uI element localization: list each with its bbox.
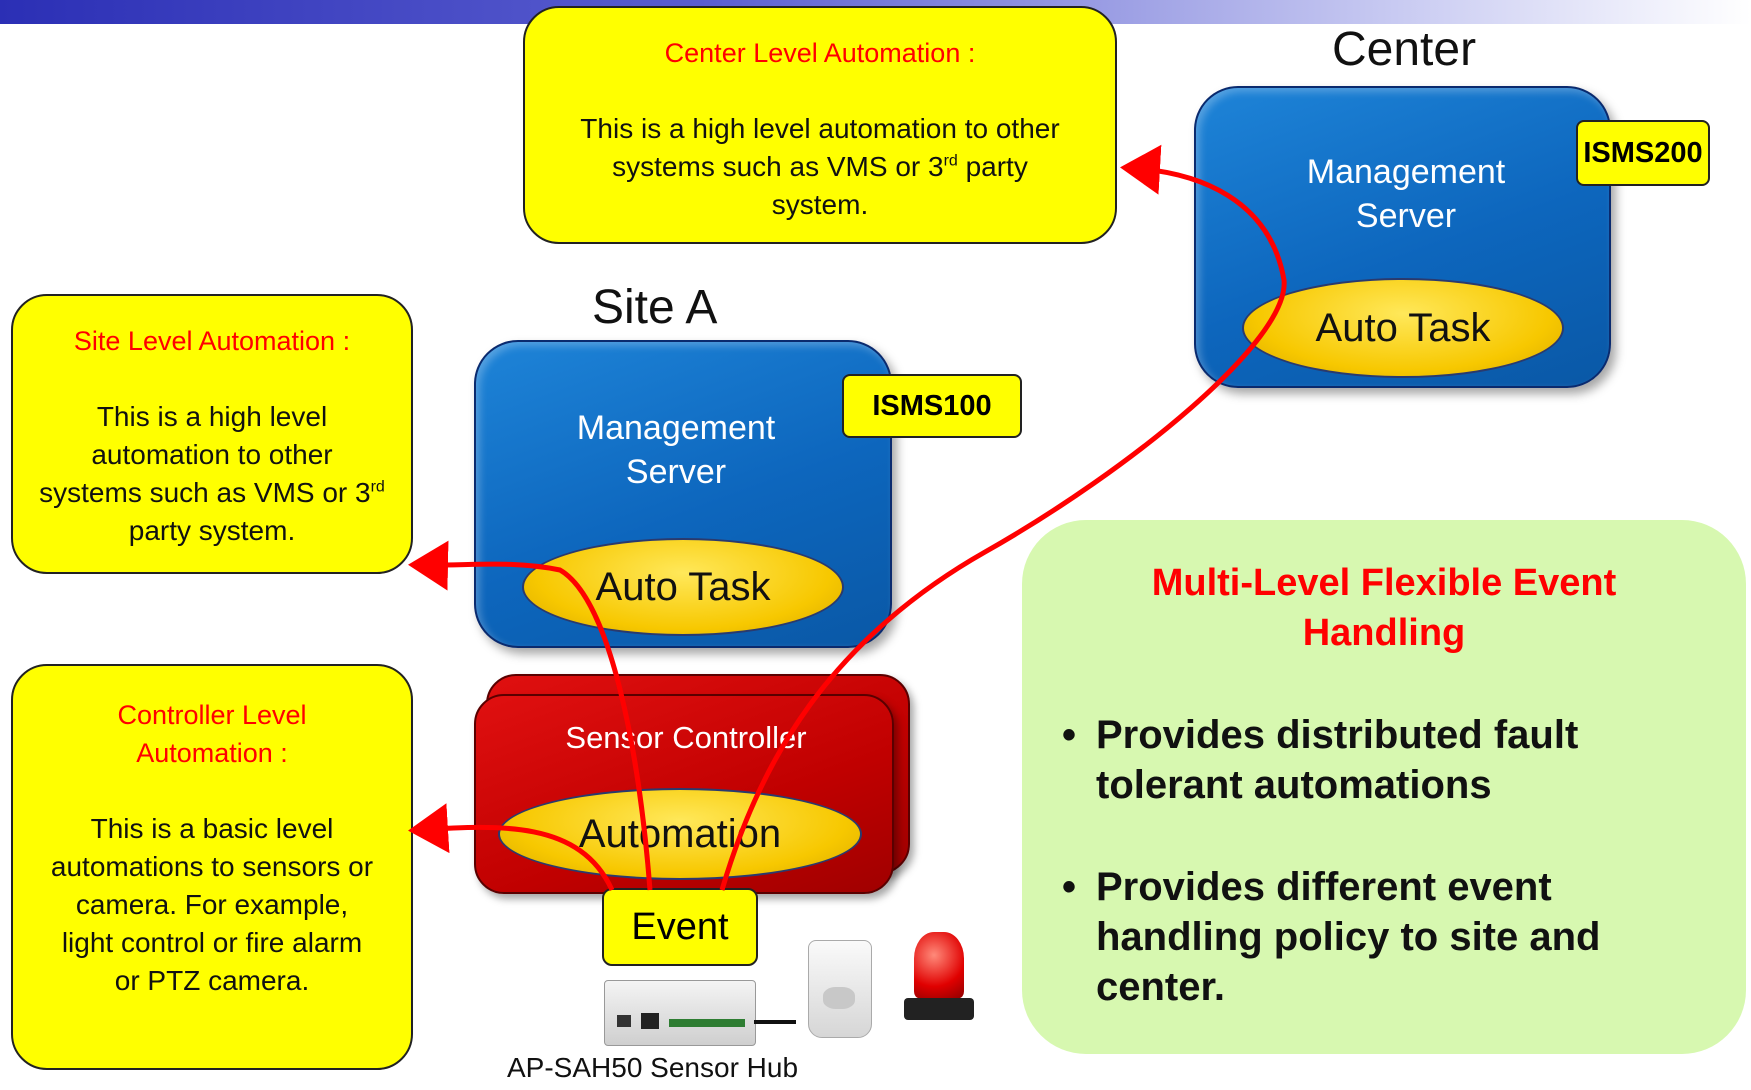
arrow-to-controller-box [408,803,615,892]
site-auto-task-label: Auto Task [595,565,771,609]
site-level-automation-box: Site Level Automation : This is a high l… [11,294,413,574]
arrow-to-center-box [719,144,1287,891]
center-box-body: This is a high level automation to other… [580,113,1060,220]
controller-automation: Automation [498,788,862,880]
hub-terminal-icon [669,1019,745,1027]
center-title: Center [1332,23,1477,76]
sensor-controller: Sensor Controller Automation [474,694,894,894]
hub-port-icon [641,1013,659,1029]
multi-level-info-panel: Multi-Level Flexible Event Handling • Pr… [1022,520,1746,1054]
bullet-dot-icon: • [1062,713,1077,757]
sensor-hub-caption: AP-SAH50 Sensor Hub [507,1052,799,1083]
controller-box-heading: Controller Level Automation : [117,700,307,768]
center-level-automation-box: Center Level Automation : This is a high… [523,6,1117,244]
arrow-to-site-box [408,540,653,891]
event-box: Event [602,888,758,966]
panel-title: Multi-Level Flexible Event Handling [1151,562,1617,654]
sensor-hub-device [604,980,756,1046]
center-box-heading: Center Level Automation : [664,38,976,68]
bullet-dot-icon: • [1062,865,1077,909]
alarm-beacon-icon [904,932,974,1028]
isms200-tag: ISMS200 [1576,120,1710,186]
sensor-controller-label: Sensor Controller [565,720,807,755]
site-box-heading: Site Level Automation : [73,326,351,356]
hub-port-icon [617,1015,631,1027]
center-auto-task: Auto Task [1242,278,1564,378]
controller-level-automation-box: Controller Level Automation : This is a … [11,664,413,1070]
center-auto-task-label: Auto Task [1315,306,1491,350]
panel-bullet: • Provides distributed fault tolerant au… [1062,710,1682,810]
isms100-tag: ISMS100 [842,374,1022,438]
panel-bullet: • Provides different event handling poli… [1062,862,1682,1012]
center-server-label: Management Server [1306,153,1506,235]
site-a-title: Site A [592,281,718,334]
site-server-label: Management Server [576,409,776,491]
motion-sensor-icon [808,940,872,1038]
hub-cable [754,1020,796,1024]
controller-box-body: This is a basic level automations to sen… [50,813,374,996]
site-box-body: This is a high level automation to other… [39,401,385,546]
center-management-server: Management Server Auto Task [1194,86,1611,388]
